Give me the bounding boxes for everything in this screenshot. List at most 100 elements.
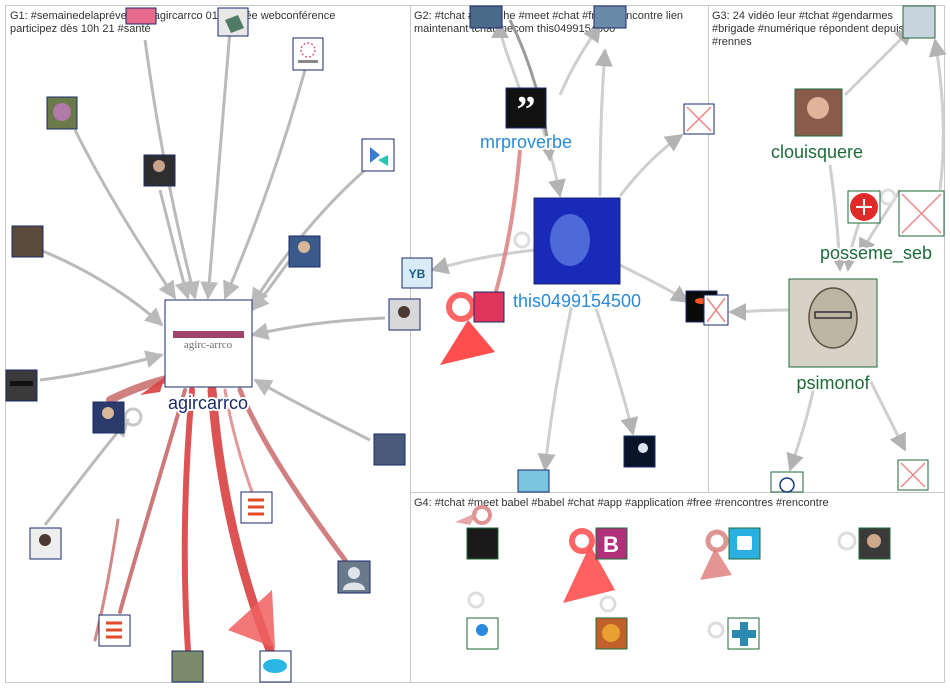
edge bbox=[594, 48, 613, 197]
person-avatar bbox=[298, 241, 310, 253]
avatar-yb-logo[interactable] bbox=[401, 257, 433, 289]
mrproverbe-node[interactable] bbox=[505, 87, 547, 129]
book-icon bbox=[737, 536, 752, 550]
self-loop bbox=[879, 188, 897, 206]
this0499154500-label: this0499154500 bbox=[513, 291, 641, 311]
edge bbox=[840, 219, 862, 272]
self-loop bbox=[705, 529, 729, 553]
avatar-woman-gray[interactable] bbox=[388, 298, 421, 331]
edge bbox=[73, 129, 177, 300]
agirc-logo-text: agirc-arrco bbox=[184, 339, 233, 351]
edge-gray-arrow bbox=[508, 19, 558, 162]
x-broken-image-icon bbox=[900, 462, 926, 488]
avatar-dark-figure[interactable] bbox=[466, 527, 499, 560]
arrowhead-large bbox=[228, 590, 275, 648]
panel-g3-title-line-1: G3: 24 vidéo leur #tchat #gendarmes bbox=[712, 10, 894, 22]
avatar-man-grid[interactable] bbox=[373, 433, 406, 466]
edge bbox=[253, 378, 371, 442]
self-loop bbox=[123, 407, 143, 427]
edge bbox=[537, 289, 577, 472]
avatar-tchatche-top[interactable] bbox=[593, 5, 627, 29]
panel-g4-title: G4: #tchat #meet babel #babel #chat #app… bbox=[414, 497, 829, 509]
self-loop bbox=[569, 528, 595, 554]
edge bbox=[200, 29, 232, 300]
edge bbox=[843, 26, 914, 97]
edge bbox=[619, 263, 690, 304]
person-avatar bbox=[867, 534, 881, 548]
edge bbox=[588, 289, 639, 436]
avatar-group-top[interactable] bbox=[469, 5, 503, 29]
posseme_seb-label: posseme_seb bbox=[820, 243, 932, 264]
panel-g3-title-line-3: #rennes bbox=[712, 36, 752, 48]
psimonof-label: psimonof bbox=[796, 373, 870, 393]
avatar-gitlab-2[interactable] bbox=[98, 614, 131, 647]
poster-text-bar bbox=[298, 60, 318, 63]
edge-red bbox=[237, 387, 348, 563]
edge bbox=[39, 350, 164, 382]
edge bbox=[250, 259, 292, 312]
g1-nodes: agirc-arrco agircarrco bbox=[5, 7, 421, 683]
agircarrco-label: agircarrco bbox=[168, 393, 248, 413]
edge bbox=[43, 418, 130, 526]
avatar-pink-top[interactable] bbox=[125, 7, 157, 25]
arrowhead bbox=[455, 512, 478, 525]
avatar-owl[interactable] bbox=[770, 471, 804, 493]
person-avatar bbox=[398, 306, 410, 318]
edge-red bbox=[93, 518, 120, 642]
avatar-beach[interactable] bbox=[517, 469, 550, 493]
panel-g1-title-line-1: G1: #semainedelaprévention agircarrco 01… bbox=[10, 10, 335, 22]
avatar-man-red-shirt[interactable] bbox=[171, 650, 204, 683]
avatar-g3-top[interactable] bbox=[902, 5, 936, 39]
edge bbox=[39, 248, 164, 327]
agirc-logo-bar bbox=[173, 331, 244, 338]
gitlab-logo-icon bbox=[106, 621, 122, 639]
moon-icon bbox=[638, 443, 648, 453]
avatar-woman-dark[interactable] bbox=[11, 225, 44, 258]
avatar-heart-pink[interactable] bbox=[473, 291, 505, 323]
panel-g2-title: G2: #tchat #tchatche #meet #chat #free #… bbox=[414, 10, 686, 35]
edge bbox=[868, 379, 907, 452]
edge bbox=[828, 164, 849, 272]
panel-g4-title-line-1: G4: #tchat #meet babel #babel #chat #app… bbox=[414, 497, 829, 509]
glasses-icon bbox=[814, 311, 852, 319]
x-broken-image-icon bbox=[901, 193, 942, 234]
self-loop bbox=[837, 531, 857, 551]
avatar-babel-b[interactable] bbox=[595, 527, 628, 560]
edge bbox=[223, 69, 307, 300]
gitlab-logo-icon bbox=[248, 498, 264, 516]
g3-nodes: clouisquere posseme_seb psimonof bbox=[769, 5, 945, 493]
hub-agircarrco-node[interactable] bbox=[164, 299, 253, 388]
edge-red bbox=[223, 388, 257, 502]
clouisquere-label: clouisquere bbox=[771, 142, 863, 162]
red-seal-icon-mark bbox=[856, 199, 872, 215]
app-logo-icon bbox=[370, 147, 380, 163]
face-portrait-icon bbox=[550, 214, 590, 266]
arrowhead bbox=[140, 377, 165, 395]
panel-g2-title-line-1: G2: #tchat #tchatche #meet #chat #free #… bbox=[414, 10, 683, 22]
person-avatar bbox=[102, 407, 114, 419]
panel-g1-title-line-2: participez dès 10h 21 #santé bbox=[10, 23, 151, 35]
sunglasses-icon bbox=[10, 381, 33, 386]
x-broken-image-icon bbox=[706, 297, 726, 323]
panels bbox=[5, 5, 945, 683]
edge bbox=[143, 39, 200, 300]
edge bbox=[786, 379, 817, 472]
g1-edges bbox=[39, 29, 386, 526]
self-loop bbox=[446, 292, 476, 322]
avatar-flower[interactable] bbox=[46, 96, 78, 130]
self-loop bbox=[513, 231, 531, 249]
yb-logo-icon: YB bbox=[409, 267, 426, 281]
g1-red-edges bbox=[93, 374, 348, 655]
edge bbox=[430, 248, 536, 275]
self-loop bbox=[472, 505, 492, 525]
edge bbox=[928, 38, 947, 191]
cross-logo-icon bbox=[732, 622, 756, 646]
panel-g1-title: G1: #semainedelaprévention agircarrco 01… bbox=[10, 10, 338, 35]
edge-red bbox=[106, 374, 174, 404]
edge bbox=[618, 133, 684, 197]
self-loop bbox=[467, 591, 485, 609]
g3-edges bbox=[728, 26, 947, 472]
impact-logo-icon bbox=[476, 624, 488, 636]
g4-nodes: B bbox=[466, 527, 891, 650]
